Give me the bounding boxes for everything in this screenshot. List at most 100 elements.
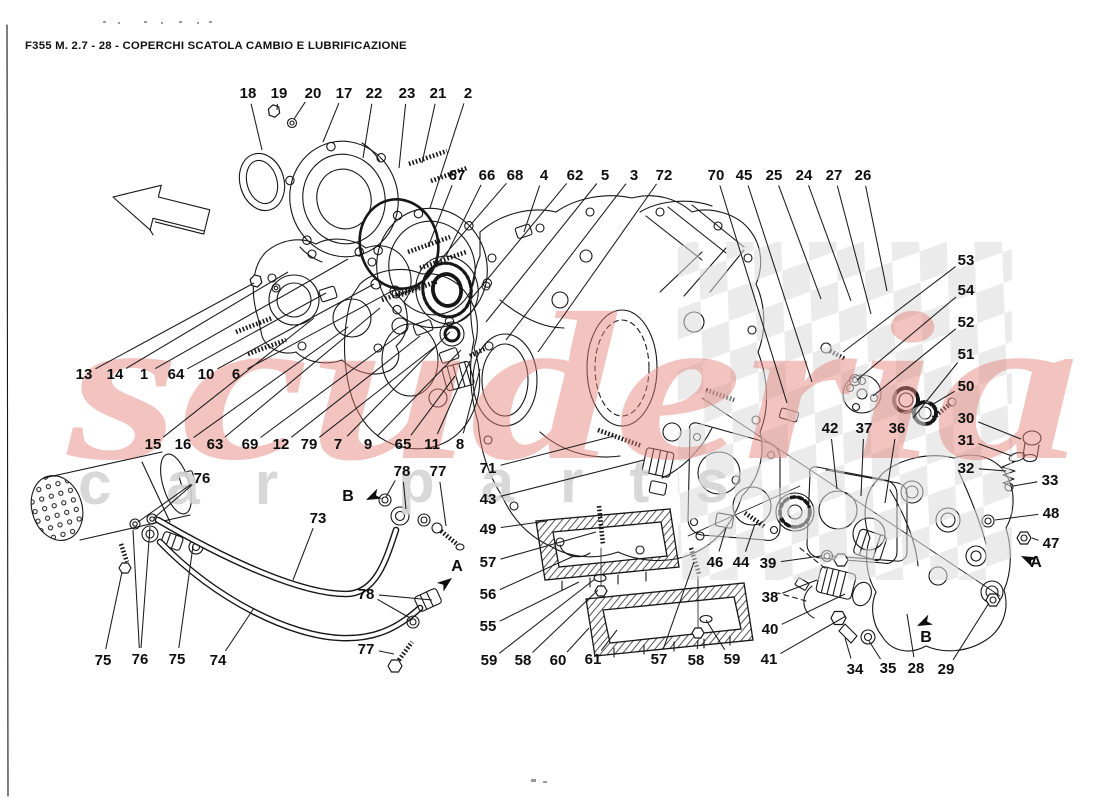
watermark-word-parts: parts (398, 448, 775, 515)
part-callout-19: 19 (271, 85, 288, 102)
part-callout-57: 57 (480, 554, 497, 571)
part-callout-65: 65 (395, 436, 412, 453)
leader-line-21 (421, 103, 436, 164)
leader-line-52 (872, 328, 957, 397)
part-callout-78: 78 (394, 463, 411, 480)
leader-line-30 (977, 421, 1022, 440)
intermediate-cover-plate (343, 268, 494, 450)
part-callout-40: 40 (762, 621, 779, 638)
part-callout-51: 51 (958, 346, 975, 363)
part-callout-36: 36 (889, 420, 906, 437)
leader-line-26 (865, 185, 888, 292)
part-callout-35: 35 (880, 660, 897, 677)
part-callout-49: 49 (480, 521, 497, 538)
part-callout-62: 62 (567, 167, 584, 184)
part-callout-8: 8 (456, 436, 464, 453)
leader-line-55 (499, 581, 580, 622)
leader-line-67 (427, 185, 453, 248)
leader-line-53 (842, 266, 956, 353)
part-callout-7: 7 (334, 436, 342, 453)
leader-line-1 (155, 258, 349, 370)
part-callout-53: 53 (958, 252, 975, 269)
leader-line-19 (276, 103, 279, 111)
scan-artifacts (6, 21, 547, 797)
part-callout-54: 54 (958, 282, 975, 299)
part-callout-24: 24 (796, 167, 813, 184)
part-callout-39: 39 (760, 555, 777, 572)
part-callout-34: 34 (847, 661, 864, 678)
part-callout-9: 9 (364, 436, 372, 453)
leader-line-10 (217, 283, 375, 370)
leader-line-75 (178, 545, 194, 649)
part-callout-76: 76 (194, 470, 211, 487)
part-callout-45: 45 (736, 167, 753, 184)
part-callout-58: 58 (515, 652, 532, 669)
view-arrow-icon-B (366, 488, 382, 500)
leader-line-15 (162, 317, 315, 438)
leader-line-76 (132, 529, 140, 649)
part-callout-17: 17 (336, 85, 353, 102)
leader-line-7 (346, 331, 451, 437)
part-callout-38: 38 (762, 589, 779, 606)
leader-line-41 (780, 615, 847, 655)
leader-line-76 (153, 484, 193, 519)
part-callout-73: 73 (310, 510, 327, 527)
part-callout-28: 28 (908, 660, 925, 677)
leader-line-59 (498, 578, 596, 654)
part-callout-72: 72 (656, 167, 673, 184)
leader-line-77 (439, 481, 447, 527)
part-callout-66: 66 (479, 167, 496, 184)
leader-line-73 (292, 528, 314, 581)
leader-line-14 (125, 271, 289, 369)
view-arrow-icon-A (1021, 556, 1037, 568)
sump-gaskets (535, 505, 754, 658)
leader-line-43 (500, 459, 645, 497)
leader-line-78 (385, 480, 396, 498)
part-callout-50: 50 (958, 378, 975, 395)
part-callout-31: 31 (958, 432, 975, 449)
leader-line-18 (250, 103, 263, 151)
leader-line-16 (193, 326, 349, 439)
part-callout-25: 25 (766, 167, 783, 184)
part-callout-20: 20 (305, 85, 322, 102)
leader-line-33 (1012, 481, 1038, 487)
leader-line-44 (745, 523, 756, 552)
oil-filter-and-hoses (30, 451, 465, 673)
part-callout-78: 78 (358, 586, 375, 603)
leader-line-51 (912, 362, 959, 419)
view-marker-B: B (342, 488, 354, 505)
part-callout-15: 15 (145, 436, 162, 453)
part-callout-75: 75 (95, 652, 112, 669)
part-callout-63: 63 (207, 436, 224, 453)
leader-line-76 (140, 526, 151, 649)
pressure-valve-and-sensors (777, 528, 887, 645)
leader-line-70 (719, 185, 788, 404)
leader-line-57 (662, 561, 695, 649)
part-callout-76: 76 (132, 651, 149, 668)
watermark-brand-word: scuderia (65, 269, 1080, 504)
part-callout-10: 10 (198, 366, 215, 383)
part-callout-75: 75 (169, 651, 186, 668)
part-callout-59: 59 (724, 651, 741, 668)
leader-line-59 (705, 619, 726, 651)
leader-line-39 (780, 555, 822, 563)
leader-line-65 (410, 375, 456, 436)
leader-line-71 (500, 435, 615, 466)
part-callout-29: 29 (938, 661, 955, 678)
leader-line-38 (782, 579, 818, 594)
part-callout-69: 69 (242, 436, 259, 453)
leader-line-37 (860, 438, 864, 497)
part-callout-26: 26 (855, 167, 872, 184)
leader-line-62 (465, 183, 568, 306)
part-callout-37: 37 (856, 420, 873, 437)
leader-line-22 (362, 103, 373, 159)
part-callout-4: 4 (540, 167, 549, 184)
callout-leader-lines (95, 101, 1039, 661)
leader-line-75 (105, 571, 123, 650)
leader-line-11 (436, 360, 471, 435)
part-callout-46: 46 (707, 554, 724, 571)
leader-line-74 (224, 607, 255, 652)
